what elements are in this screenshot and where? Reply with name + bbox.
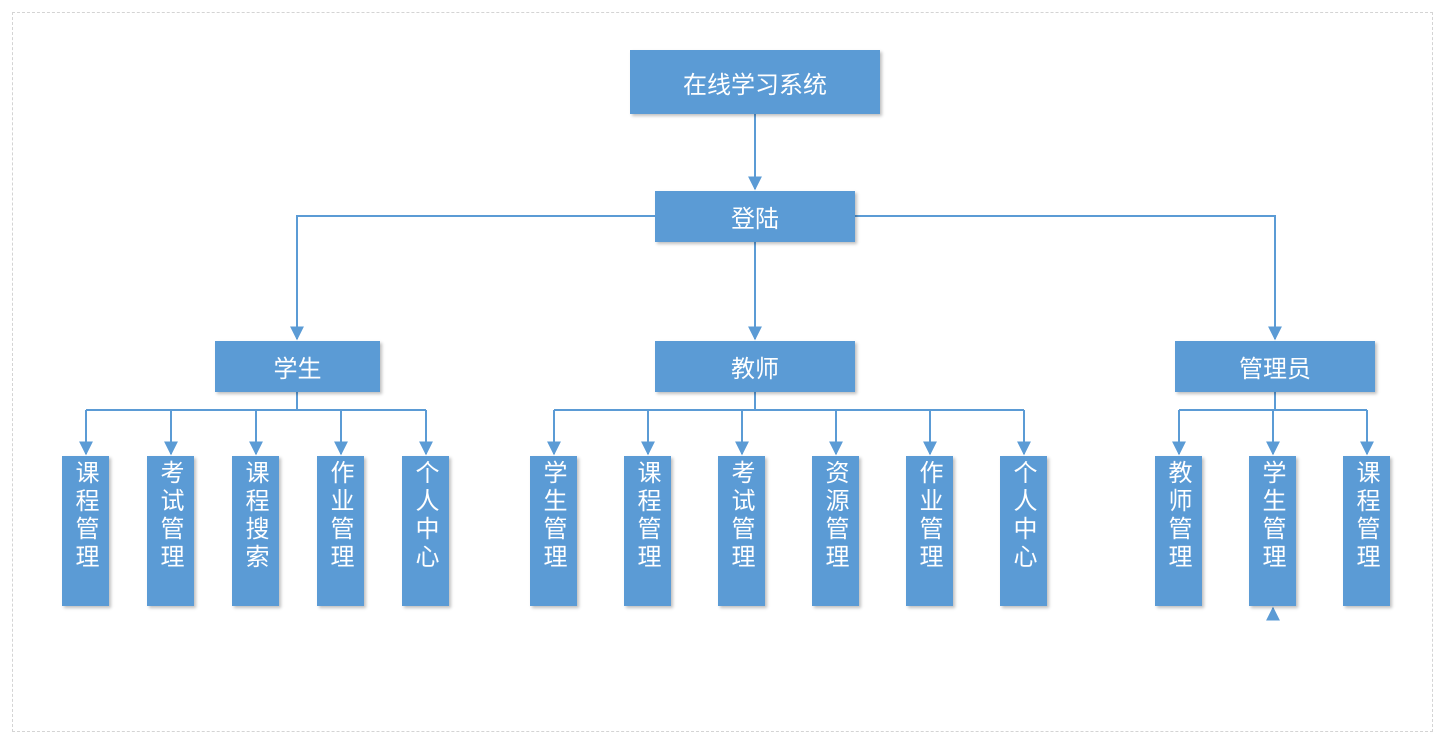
node-role-teacher-label: 教师 [731, 355, 779, 383]
node-student-function-label: 考试管理 [156, 460, 184, 572]
node-role-teacher: 教师 [655, 341, 855, 392]
node-root-label: 在线学习系统 [683, 70, 827, 99]
node-role-admin: 管理员 [1175, 341, 1375, 392]
node-teacher-function: 个人中心 [1000, 456, 1047, 606]
connector-layer [79, 114, 1374, 621]
node-student-function-label: 课程管理 [71, 460, 99, 572]
node-admin-function-label: 教师管理 [1164, 460, 1192, 572]
node-admin-function: 课程管理 [1343, 456, 1390, 606]
node-teacher-function-label: 考试管理 [727, 460, 755, 572]
node-teacher-function: 资源管理 [812, 456, 859, 606]
node-role-student-label: 学生 [273, 355, 322, 383]
node-student-function: 个人中心 [402, 456, 449, 606]
node-teacher-function-label: 资源管理 [821, 460, 849, 572]
node-teacher-function-label: 个人中心 [1009, 460, 1037, 572]
node-student-function: 考试管理 [147, 456, 194, 606]
node-teacher-function-label: 作业管理 [915, 460, 943, 572]
node-student-function-label: 课程搜索 [241, 460, 269, 572]
node-admin-function-label: 课程管理 [1352, 460, 1380, 572]
node-role-student: 学生 [215, 341, 380, 392]
node-student-function: 课程搜索 [232, 456, 279, 606]
connector-login-to-student [290, 215, 655, 341]
node-teacher-function: 课程管理 [624, 456, 671, 606]
node-root: 在线学习系统 [630, 50, 880, 114]
node-teacher-function: 作业管理 [906, 456, 953, 606]
node-student-function-label: 个人中心 [411, 460, 439, 572]
node-teacher-function-label: 课程管理 [633, 460, 661, 572]
node-student-function-label: 作业管理 [326, 460, 354, 572]
node-student-function: 作业管理 [317, 456, 364, 606]
node-student-function: 课程管理 [62, 456, 109, 606]
node-teacher-function: 学生管理 [530, 456, 577, 606]
connector-login-to-admin [855, 215, 1282, 341]
node-teacher-function-label: 学生管理 [539, 460, 567, 572]
node-role-admin-label: 管理员 [1239, 355, 1311, 383]
org-chart [79, 114, 1374, 621]
node-login-label: 登陆 [731, 205, 779, 233]
node-login: 登陆 [655, 191, 855, 242]
node-admin-function-label: 学生管理 [1258, 460, 1286, 572]
node-teacher-function: 考试管理 [718, 456, 765, 606]
node-admin-function: 学生管理 [1249, 456, 1296, 606]
node-admin-function: 教师管理 [1155, 456, 1202, 606]
